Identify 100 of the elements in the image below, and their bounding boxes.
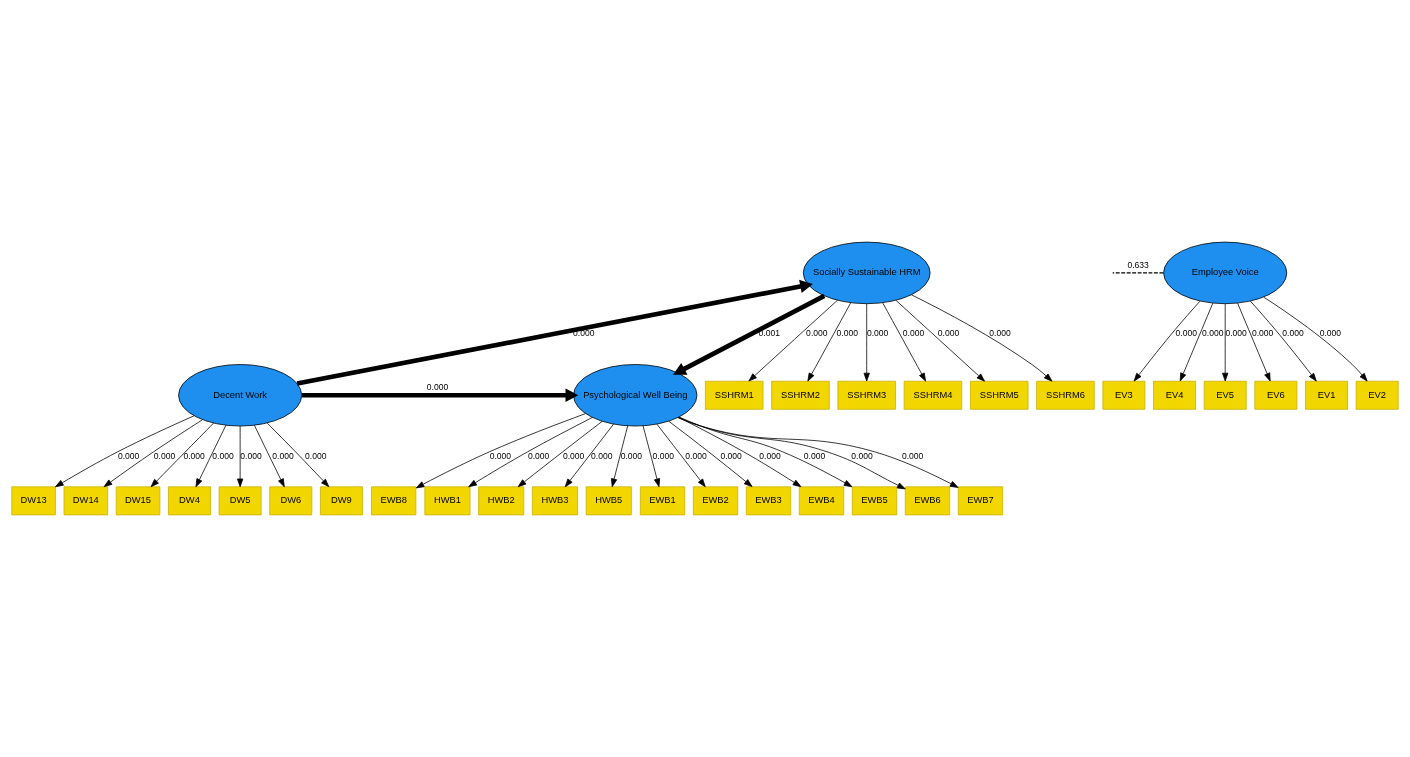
edge-label: 0.000	[989, 328, 1011, 339]
edge-label: 0.000	[685, 450, 707, 461]
edge-label: 0.000	[562, 450, 585, 461]
node-box: DW14	[63, 486, 109, 516]
node-box: DW6	[269, 486, 313, 516]
edge-label: 0.000	[836, 328, 858, 339]
edge-label: 0.000	[591, 450, 613, 461]
node-ellipse: Socially Sustainable HRM	[802, 241, 931, 305]
node-box: EWB8	[371, 486, 417, 516]
node-box: EWB5	[851, 486, 898, 516]
node-box: EWB1	[639, 486, 686, 516]
node-box: EV6	[1254, 380, 1298, 410]
edge-label: 0.000	[489, 450, 512, 461]
arrow	[677, 417, 906, 490]
arrow	[237, 425, 244, 488]
arrow	[103, 419, 203, 488]
edge-label: 0.000	[937, 328, 960, 339]
arrow	[1179, 302, 1214, 382]
node-box: DW9	[320, 486, 363, 516]
arrow	[863, 303, 870, 382]
edge-label: 0.000	[305, 450, 327, 461]
arrow	[656, 423, 706, 488]
connector	[1112, 272, 1164, 274]
arrow	[895, 300, 985, 382]
edge-label: 0.000	[902, 328, 925, 339]
arrow	[677, 417, 959, 488]
node-box: HWB3	[532, 486, 578, 516]
node-box: HWB2	[478, 486, 525, 516]
arrow	[1250, 300, 1317, 382]
node-ellipse: Decent Work	[178, 364, 303, 427]
node-box: SSHRM5	[969, 380, 1029, 410]
node-box: SSHRM1	[705, 380, 764, 410]
edge-label: 0.000	[1319, 328, 1342, 339]
node-box: HWB1	[424, 486, 471, 516]
arrow	[1263, 296, 1368, 382]
arrow	[296, 279, 813, 386]
edge-label: 0.000	[426, 382, 449, 393]
arrow	[1237, 302, 1271, 382]
arrow	[301, 388, 579, 402]
arrow	[266, 422, 330, 488]
edge-label: 0.000	[806, 328, 828, 339]
node-box: DW15	[115, 486, 161, 516]
edge-label: 0.633	[1127, 260, 1149, 271]
node-box: EV3	[1102, 380, 1146, 410]
arrow	[911, 294, 1053, 382]
node-ellipse: Employee Voice	[1163, 241, 1288, 305]
edge-label: 0.000	[527, 450, 550, 461]
node-box: EV5	[1203, 380, 1247, 410]
arrow	[1133, 300, 1201, 382]
arrow	[611, 425, 629, 488]
arrow	[150, 422, 214, 488]
edge-label: 0.000	[183, 450, 205, 461]
edge-label: 0.000	[901, 450, 924, 461]
node-box: EWB6	[904, 486, 951, 516]
node-box: DW4	[168, 486, 211, 516]
edge-label: 0.000	[153, 450, 176, 461]
arrow	[1222, 303, 1229, 382]
node-box: EWB4	[798, 486, 845, 516]
edge-label: 0.000	[866, 328, 889, 339]
arrow	[882, 302, 926, 382]
arrow	[195, 424, 227, 488]
edge-label: 0.000	[212, 450, 234, 461]
node-box: EV4	[1153, 380, 1196, 410]
edge-label: 0.000	[620, 450, 643, 461]
arrow	[748, 299, 838, 382]
edge-label: 0.000	[720, 450, 742, 461]
node-box: EV1	[1305, 380, 1348, 410]
node-box: EWB2	[692, 486, 739, 516]
arrow	[55, 415, 195, 488]
edge-label: 0.000	[1225, 328, 1247, 339]
edge-label: 0.000	[240, 450, 262, 461]
node-box: SSHRM4	[903, 380, 963, 410]
node-box: HWB5	[585, 486, 632, 516]
edge-label: 0.000	[803, 450, 826, 461]
edge-label: 0.000	[652, 450, 675, 461]
edge-label: 0.000	[759, 450, 781, 461]
node-box: SSHRM6	[1036, 380, 1095, 410]
arrow	[668, 420, 753, 487]
node-box: SSHRM3	[837, 380, 896, 410]
edge-label: 0.000	[1251, 328, 1274, 339]
arrow	[642, 425, 661, 488]
edge-label: 0.000	[851, 450, 873, 461]
node-box: DW5	[218, 486, 262, 516]
arrow	[415, 413, 586, 489]
edge-label: 0.000	[1175, 328, 1197, 339]
arrow	[564, 423, 614, 488]
edge-label: 0.000	[1282, 328, 1304, 339]
node-box: SSHRM2	[771, 380, 830, 410]
arrow	[678, 416, 853, 488]
node-box: EWB3	[745, 486, 792, 516]
edge-label: 0.000	[272, 450, 294, 461]
arrow	[254, 424, 285, 488]
arrow	[807, 302, 852, 382]
node-box: EV2	[1355, 380, 1399, 410]
arrow	[517, 421, 603, 488]
node-box: DW13	[11, 486, 56, 516]
arrow	[673, 293, 826, 375]
arrow	[468, 417, 593, 488]
edge-label: 0.000	[1202, 328, 1224, 339]
edge-label: 0.000	[117, 450, 140, 461]
